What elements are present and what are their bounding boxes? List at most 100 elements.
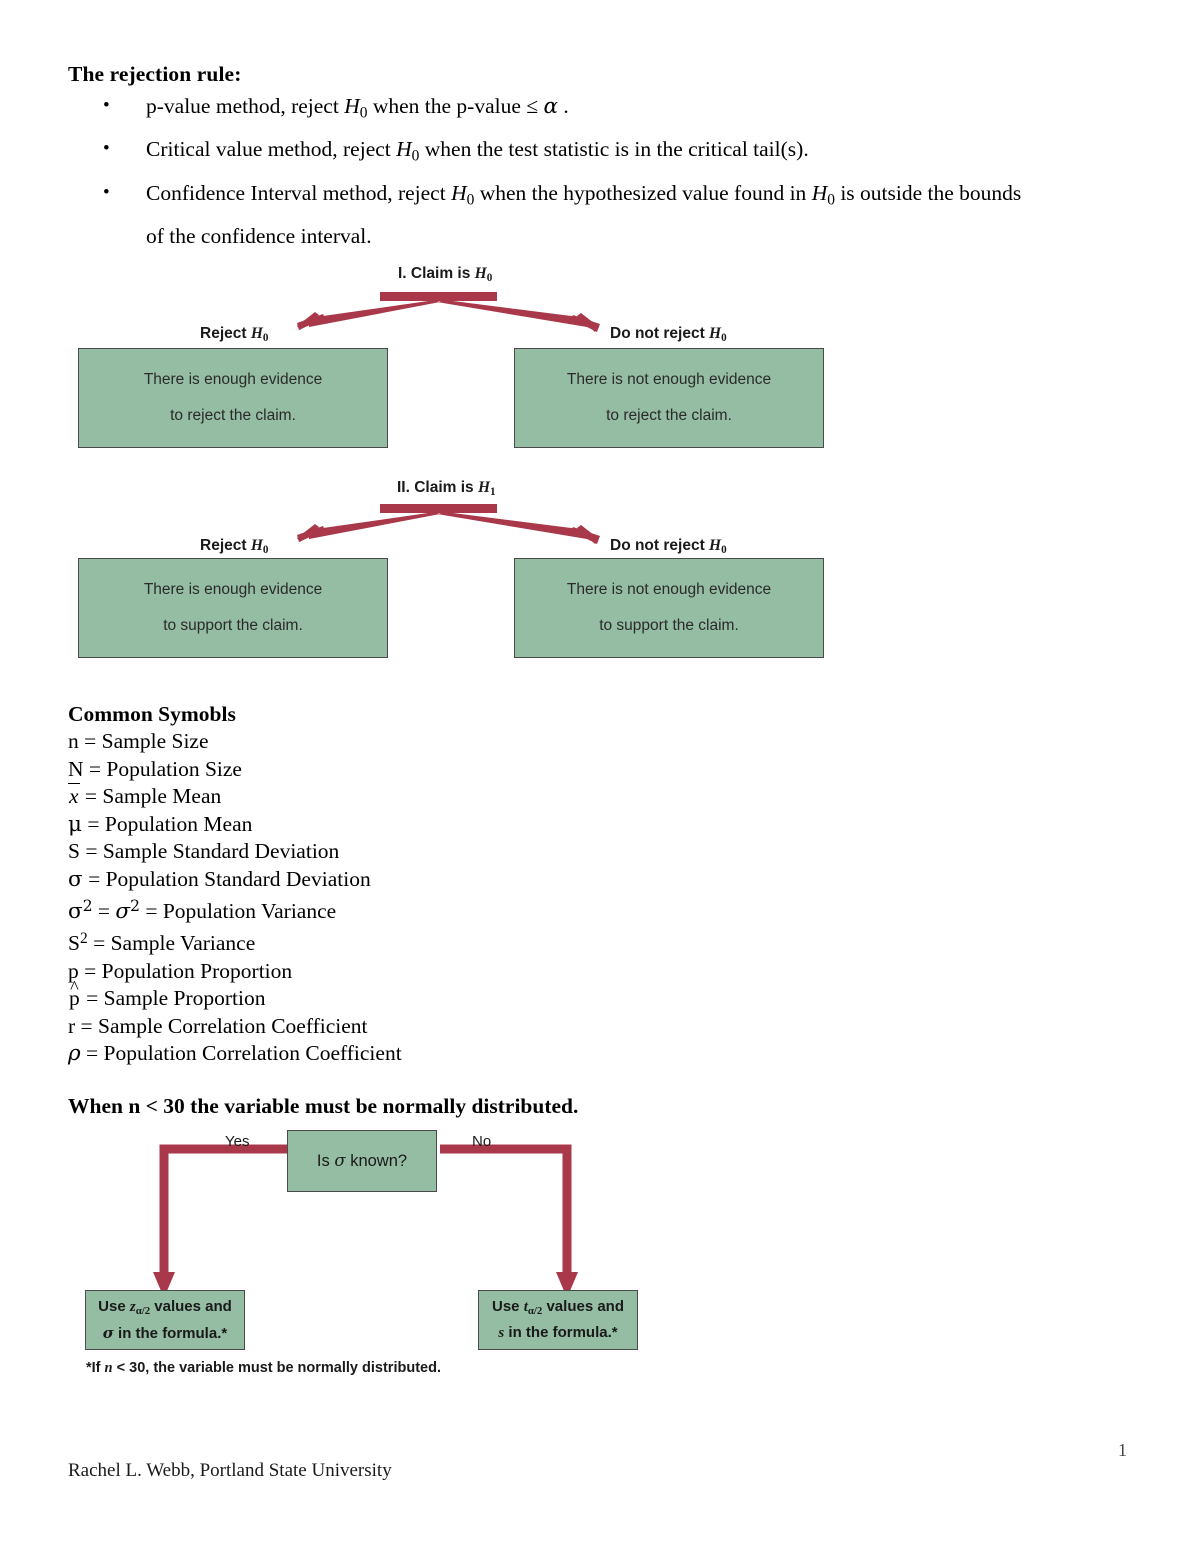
symbol-glyph: S2 <box>68 930 88 956</box>
text-fragment: Is <box>316 1152 335 1170</box>
diagram-2-arrows <box>297 504 600 544</box>
symbol-glyph: p <box>68 985 81 1013</box>
rejection-rule-heading: The rejection rule: <box>68 62 242 86</box>
hypothesis-symbol: H0 <box>250 325 269 345</box>
h-letter: H <box>709 537 722 554</box>
symbol-definition: = Sample Mean <box>84 784 222 808</box>
symbol-definition: = Population Mean <box>87 811 253 836</box>
bullet-dot: • <box>103 181 110 203</box>
symbol-glyph: μ <box>68 811 82 837</box>
text-fragment: < 30, the variable must be normally dist… <box>112 1360 441 1376</box>
diagram-1-right-label: Do not reject H0 <box>610 325 727 344</box>
outcome-line: to support the claim. <box>163 617 303 634</box>
outcome-line: to reject the claim. <box>170 407 296 424</box>
outcome-line: Use tα/2 values and <box>492 1296 624 1322</box>
var-letter: z <box>129 1299 136 1316</box>
outcome-line: to reject the claim. <box>606 407 732 424</box>
symbol-definition: = Sample Correlation Coefficient <box>80 1013 368 1038</box>
outcome-line: There is not enough evidence <box>566 371 772 388</box>
diagram-1-left-outcome-box: There is enough evidence to reject the c… <box>78 348 388 448</box>
h-subscript: 0 <box>466 190 475 208</box>
text-fragment: Confidence Interval method, reject <box>146 180 452 205</box>
null-hypothesis-symbol: H0 <box>396 137 419 164</box>
flowchart-right-outcome-box: Use tα/2 values and s in the formula.* <box>478 1290 638 1350</box>
var-subscript: α/2 <box>135 1305 151 1318</box>
list-item: p = Population Proportion <box>68 958 402 986</box>
list-item: • Confidence Interval method, reject H0 … <box>68 175 1148 254</box>
flowchart-no-label: No <box>472 1133 492 1150</box>
symbol-glyph: p <box>68 958 79 983</box>
symbol-glyph: σ <box>68 866 83 892</box>
n-variable: n <box>104 1360 113 1376</box>
var-letter: t <box>523 1298 528 1315</box>
rejection-rule-bullet-list: • p-value method, reject H0 when the p-v… <box>68 88 1148 254</box>
symbol-glyph: ρ <box>68 1041 81 1067</box>
text-fragment: is outside the bounds <box>834 180 1022 205</box>
symbol-definition: = σ2 = Population Variance <box>97 897 337 924</box>
list-item: σ2 = σ2 = Population Variance <box>68 893 402 925</box>
text-fragment: Use <box>98 1298 130 1316</box>
h-letter: H <box>709 325 722 342</box>
h-subscript: 1 <box>490 486 496 499</box>
text-fragment: in the formula.* <box>504 1324 618 1341</box>
text-fragment: when the test statistic is in the critic… <box>419 137 809 162</box>
outcome-line: There is not enough evidence <box>566 581 772 598</box>
h-subscript: 0 <box>359 104 368 122</box>
h-subscript: 0 <box>262 332 269 345</box>
outcome-line: Use zα/2 values and <box>98 1296 232 1322</box>
text-fragment: . <box>557 94 569 118</box>
list-item: S = Sample Standard Deviation <box>68 838 402 866</box>
sigma-symbol: σ <box>102 1323 114 1342</box>
author-attribution: Rachel L. Webb, Portland State Universit… <box>68 1460 392 1481</box>
t-variable: tα/2 <box>523 1298 543 1317</box>
null-hypothesis-symbol: H0 <box>451 180 475 208</box>
list-item: μ = Population Mean <box>68 811 402 839</box>
title-prefix: II. Claim is <box>397 479 478 496</box>
text-fragment: *If <box>86 1360 105 1376</box>
bullet-text-1: p-value method, reject H0 when the p-val… <box>146 94 569 122</box>
common-symbols-heading: Common Symobls <box>68 702 236 726</box>
symbol-definition: = Sample Proportion <box>86 986 266 1011</box>
h-subscript: 0 <box>827 190 835 208</box>
list-item: • Critical value method, reject H0 when … <box>68 131 1148 174</box>
list-item: x = Sample Mean <box>68 783 402 811</box>
label-prefix: Reject <box>200 325 251 342</box>
h-subscript: 0 <box>411 147 420 165</box>
symbol-glyph: S <box>68 839 80 863</box>
h-subscript: 0 <box>721 544 727 557</box>
h-letter: H <box>477 479 491 496</box>
h-subscript: 0 <box>721 332 727 345</box>
common-symbols-list: n = Sample Size N = Population Size x = … <box>68 728 402 1068</box>
h-letter: H <box>451 180 467 205</box>
bullet-text-3: Confidence Interval method, reject H0 wh… <box>146 180 1022 208</box>
text-fragment: when the p-value ≤ <box>367 94 544 118</box>
symbol-glyph: r <box>68 1013 76 1038</box>
hypothesis-symbol: H0 <box>709 325 727 345</box>
h-letter: H <box>250 325 263 342</box>
list-item: S2 = Sample Variance <box>68 925 402 957</box>
h-subscript: 0 <box>486 272 493 285</box>
var-subscript: α/2 <box>527 1305 543 1317</box>
symbol-glyph: σ2 <box>68 897 93 924</box>
bullet-dot: • <box>103 138 110 160</box>
sigma-symbol: σ <box>334 1151 346 1170</box>
list-item: • p-value method, reject H0 when the p-v… <box>68 88 1148 131</box>
hypothesis-symbol: H1 <box>477 479 496 499</box>
symbol-definition: = Population Proportion <box>84 958 293 983</box>
outcome-line: to support the claim. <box>599 617 739 634</box>
diagram-1-title: I. Claim is H0 <box>398 265 492 284</box>
text-fragment: p-value method, reject <box>146 94 345 118</box>
flowchart-heading: When n < 30 the variable must be normall… <box>68 1094 579 1118</box>
decision-question: Is σ known? <box>317 1150 407 1172</box>
outcome-line: There is enough evidence <box>143 581 323 598</box>
list-item: r = Sample Correlation Coefficient <box>68 1013 402 1041</box>
symbol-definition: = Sample Size <box>84 729 209 753</box>
bullet-dot: • <box>103 95 110 116</box>
label-prefix: Do not reject <box>610 325 710 342</box>
text-fragment: known? <box>345 1152 408 1170</box>
symbol-definition: = Sample Standard Deviation <box>85 839 340 863</box>
text-fragment: values and <box>150 1298 232 1316</box>
diagram-2-right-outcome-box: There is not enough evidence to support … <box>514 558 824 658</box>
h-letter: H <box>344 94 360 118</box>
